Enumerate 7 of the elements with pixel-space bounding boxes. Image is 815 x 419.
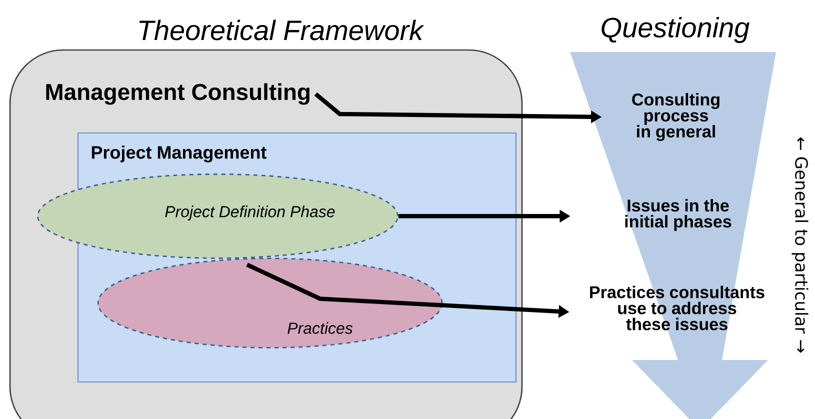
- box-heading: Management Consulting: [46, 83, 310, 105]
- node-label: Questioning: [602, 16, 750, 44]
- question-text: Consulting process in general: [632, 93, 720, 141]
- axis-label: ← General to particular →: [792, 137, 808, 353]
- question-text: Issues in the initial phases: [625, 199, 732, 231]
- question-text: Practices consultants use to address these issues: [590, 286, 764, 330]
- heading: Theoretical Framework: [139, 20, 424, 40]
